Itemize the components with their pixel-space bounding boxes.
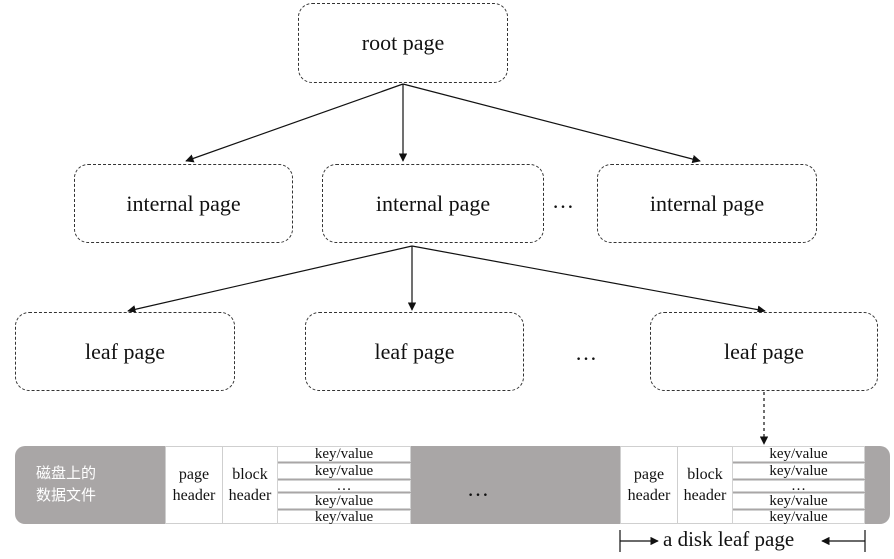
internal-page-label: internal page xyxy=(126,190,241,216)
key-value-ellipsis: … xyxy=(277,479,411,494)
disk-leaf-page-label: a disk leaf page xyxy=(663,527,795,551)
key-value-cell: key/value xyxy=(732,510,865,525)
key-value-cell: key/value xyxy=(732,446,865,462)
leaf-page-node-1: leaf page xyxy=(15,312,235,391)
leaf-page-label: leaf page xyxy=(374,338,455,364)
disk-middle-ellipsis: … xyxy=(467,476,491,501)
leaf-page-label: leaf page xyxy=(85,338,165,364)
leaf-page-node-3: leaf page xyxy=(650,312,878,391)
root-page-node: root page xyxy=(298,3,508,83)
leaf-ellipsis: … xyxy=(575,340,599,365)
root-page-label: root page xyxy=(361,30,445,55)
key-value-cell: key/value xyxy=(732,493,865,509)
internal-page-label: internal page xyxy=(649,190,765,216)
edge-root-internal-3 xyxy=(402,83,701,164)
internal-page-node-1: internal page xyxy=(74,164,293,243)
edge-internal-leaf-1 xyxy=(127,245,413,314)
key-value-cell: key/value xyxy=(277,446,411,462)
internal-page-label: internal page xyxy=(375,190,491,216)
disk-file-label: 磁盘上的 数据文件 xyxy=(36,464,97,504)
leaf-page-node-2: leaf page xyxy=(305,312,524,391)
internal-page-node-2: internal page xyxy=(322,164,544,243)
leaf-page-label: leaf page xyxy=(724,338,804,364)
key-value-ellipsis: … xyxy=(732,479,865,494)
key-value-cell: key/value xyxy=(277,463,411,479)
key-value-cell: key/value xyxy=(732,463,865,479)
internal-page-node-3: internal page xyxy=(597,164,817,243)
internal-ellipsis: … xyxy=(552,188,576,213)
edge-root-internal-1 xyxy=(185,83,404,163)
edge-internal-leaf-3 xyxy=(411,245,766,314)
key-value-cell: key/value xyxy=(277,493,411,509)
key-value-cell: key/value xyxy=(277,510,411,525)
